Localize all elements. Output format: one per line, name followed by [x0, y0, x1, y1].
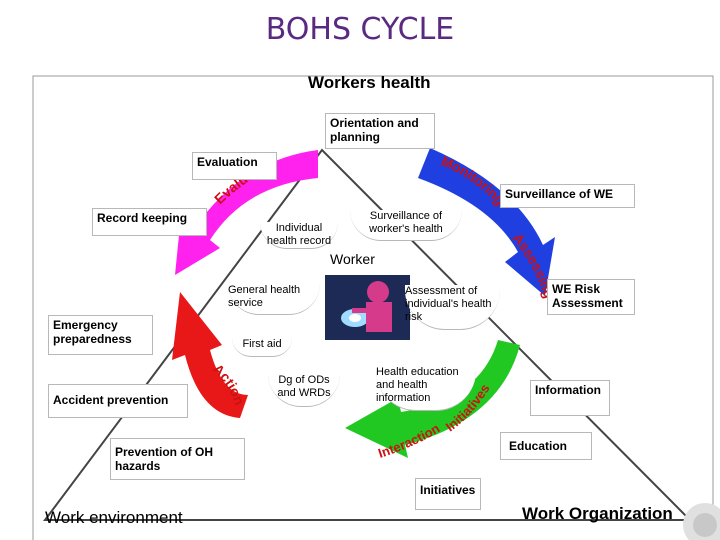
worker-label: Worker: [330, 251, 375, 267]
initiatives-box: Initiatives: [415, 478, 481, 510]
action-arrow: [172, 292, 248, 418]
work-environment-label: Work environment: [45, 508, 183, 527]
record-keeping-box: Record keeping: [92, 208, 207, 236]
surveillance-worker-label: Surveillance of worker's health: [350, 210, 462, 241]
workers-health-label: Workers health: [308, 73, 431, 92]
orientation-box: Orientation and planning: [325, 113, 435, 149]
initiatives-arrow: [345, 340, 520, 458]
surveillance-we-box: Surveillance of WE: [500, 184, 635, 208]
information-box: Information: [530, 380, 610, 416]
education-box: Education: [500, 432, 592, 460]
welder-image: [325, 275, 410, 340]
general-health-label: General health service: [228, 284, 320, 315]
dg-odss-label: Dg of ODs and WRDs: [268, 374, 340, 407]
accident-prevention-box: Accident prevention: [48, 384, 188, 418]
we-risk-box: WE Risk Assessment: [547, 279, 635, 315]
individual-record-label: Individual health record: [260, 222, 338, 249]
work-organization-label: Work Organization: [522, 504, 673, 523]
page-title: BOHS CYCLE: [265, 12, 455, 47]
outer-frame: [32, 75, 714, 540]
logo-image: [683, 503, 720, 540]
emergency-box: Emergency preparedness: [48, 315, 153, 355]
evaluation-arrow: [175, 150, 318, 275]
monitoring-arrow: [418, 148, 555, 296]
first-aid-label: First aid: [232, 338, 292, 357]
prevention-hazards-box: Prevention of OH hazards: [110, 438, 245, 480]
evaluation-box: Evaluation: [192, 152, 277, 180]
